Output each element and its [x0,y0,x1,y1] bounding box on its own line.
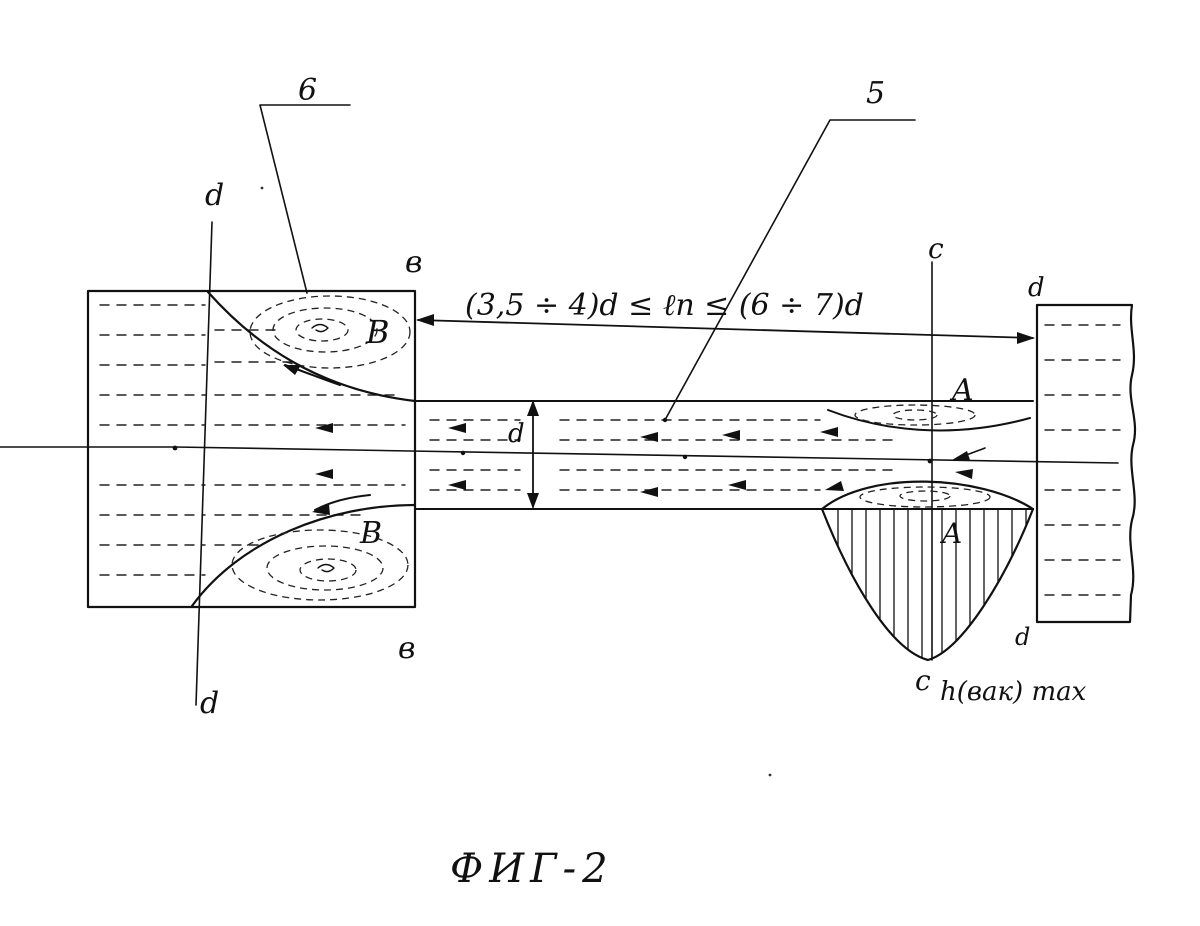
section-label-d-top-left: d [205,178,224,213]
section-label-b-top: в [405,245,422,280]
vacuum-max-label: h(вак) max [940,677,1087,707]
right-chamber [1035,303,1137,624]
eddy-zone-b-lower [231,529,409,601]
diameter-label: d [508,419,525,449]
arrow-left-1 [315,423,333,433]
axis-dot-right [927,458,933,464]
flow-axis-line [0,446,1119,464]
zone-label-a-upper: A [949,373,974,408]
zone-label-a-lower: A [939,517,962,550]
figure-caption: ФИГ-2 [450,846,614,892]
scan-speck [768,773,772,777]
section-label-c-top: c [928,232,944,265]
axis-dot-mid [460,450,466,456]
eddy-zone-a-upper [854,404,976,426]
axis-dot-left [172,445,178,451]
left-chamber [86,289,417,609]
callout-5-label: 5 [866,76,885,111]
scan-speck [260,186,264,190]
vena-contracta-lower [820,480,1035,511]
diffuser-curve-upper [206,290,417,403]
zone-label-b-lower: B [359,516,382,551]
length-dimension-label: (3,5 ÷ 4)d ≤ ℓn ≤ (6 ÷ 7)d [465,288,864,323]
section-label-c-bottom: c [915,664,931,697]
diameter-dimension [527,400,539,509]
flow-arrows [283,364,986,515]
eddy-zone-b-upper [249,295,411,369]
section-label-b-bottom: в [398,631,415,666]
connecting-channel [414,400,1034,510]
section-label-d-bottom-right: d [1015,623,1030,651]
left-chamber-flow-hatching [99,304,406,576]
section-label-d-top-right: d [1028,273,1045,303]
right-chamber-flow-hatching [1044,324,1121,596]
eddy-zone-a-lower [859,486,991,508]
length-dimension [416,314,1035,344]
axis-dot-center [682,454,688,460]
zone-label-b-upper: B [365,313,390,351]
callout-5-leader [664,119,916,421]
vena-contracta-upper [827,409,1031,432]
callout-6-leader [259,104,351,294]
section-line-d-left [195,221,213,706]
diffuser-curve-lower [190,503,417,608]
vacuum-pressure-diagram [820,507,1035,662]
section-label-d-bottom-left: d [200,686,219,721]
callout-6-label: 6 [298,73,317,108]
